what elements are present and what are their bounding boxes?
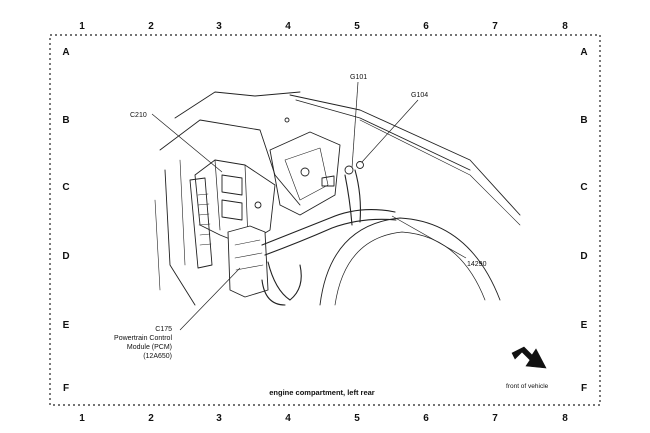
pcm-mount-bolt <box>254 201 262 209</box>
col-label-bottom-7: 7 <box>492 413 498 424</box>
col-label-bottom-1: 1 <box>79 413 85 424</box>
row-label-right-C: C <box>580 182 587 193</box>
row-label-left-F: F <box>63 383 69 394</box>
right-row-labels: A B C D E F <box>580 47 587 394</box>
left-row-labels: A B C D E F <box>62 47 69 394</box>
leader-c210 <box>151 113 223 173</box>
col-label-bottom-5: 5 <box>354 413 360 424</box>
front-of-vehicle-label: front of vehicle <box>506 383 549 390</box>
firewall-inner <box>179 159 186 266</box>
ground-stud <box>321 175 335 187</box>
callout-c210: C210 <box>130 112 147 119</box>
col-label-top-2: 2 <box>148 21 154 32</box>
col-label-bottom-8: 8 <box>562 413 568 424</box>
ground-terminal-g101 <box>344 165 354 175</box>
cowl-line <box>159 119 301 206</box>
c175-connector-block <box>227 225 269 298</box>
front-direction-arrow-icon <box>511 346 547 369</box>
leader-g101 <box>351 81 359 169</box>
leader-g104 <box>361 99 419 163</box>
strut-bolt <box>300 167 310 177</box>
col-label-top-1: 1 <box>79 21 85 32</box>
fender-top-line <box>289 94 521 216</box>
pcm-panel-pins <box>197 193 212 246</box>
row-label-left-B: B <box>62 115 69 126</box>
col-label-top-4: 4 <box>285 21 291 32</box>
bottom-column-labels: 1 2 3 4 5 6 7 8 <box>79 413 568 424</box>
ground-wire-g101 <box>344 174 353 226</box>
callout-c175-group: C175 Powertrain Control Module (PCM) (12… <box>114 326 172 360</box>
col-label-bottom-2: 2 <box>148 413 154 424</box>
leader-c175 <box>179 267 241 331</box>
row-label-right-D: D <box>580 251 587 262</box>
pcm-side-panel <box>189 177 213 269</box>
fender-inner-line <box>295 99 471 171</box>
col-label-top-7: 7 <box>492 21 498 32</box>
ground-terminal-g104 <box>356 161 364 169</box>
hood-edge-line <box>174 91 301 119</box>
harness-upper-a <box>261 209 396 246</box>
row-label-left-E: E <box>63 320 70 331</box>
leader-lines <box>151 81 467 331</box>
firewall-left <box>164 169 196 306</box>
pcm-module-body <box>194 159 276 246</box>
row-label-right-B: B <box>580 115 587 126</box>
harness-lower <box>261 279 286 306</box>
ground-wire-g104 <box>354 169 361 223</box>
col-label-top-8: 8 <box>562 21 568 32</box>
strut-tower-inner <box>284 147 329 201</box>
body-hole <box>284 117 290 123</box>
top-column-labels: 1 2 3 4 5 6 7 8 <box>79 21 568 32</box>
row-label-left-A: A <box>62 47 69 58</box>
harness-upper-b <box>264 218 397 256</box>
diagram-caption: engine compartment, left rear <box>269 388 375 397</box>
row-label-left-D: D <box>62 251 69 262</box>
callout-14290: 14290 <box>467 261 487 268</box>
col-label-bottom-6: 6 <box>423 413 429 424</box>
c175-connector-ribs <box>234 239 264 271</box>
callout-c175-line2: Powertrain Control <box>114 335 172 342</box>
row-label-right-E: E <box>581 320 588 331</box>
callout-g101: G101 <box>350 74 367 81</box>
pcm-connector-lower <box>221 199 243 221</box>
callout-c175-line3: Module (PCM) <box>127 344 172 351</box>
strut-tower <box>269 131 341 216</box>
frame-border <box>49 34 601 406</box>
col-label-bottom-3: 3 <box>216 413 222 424</box>
harness-loop <box>267 261 302 301</box>
callout-c175-line1: C175 <box>155 326 172 333</box>
row-label-left-C: C <box>62 182 69 193</box>
pcm-connector-c210 <box>221 174 243 196</box>
engine-compartment-illustration <box>154 91 521 306</box>
firewall-edge <box>154 199 161 291</box>
wheel-arch-outer <box>319 217 501 306</box>
row-label-right-A: A <box>580 47 587 58</box>
fender-edge-line <box>359 119 521 226</box>
col-label-bottom-4: 4 <box>285 413 291 424</box>
leader-14290 <box>391 215 467 259</box>
row-label-right-F: F <box>581 383 587 394</box>
col-label-top-6: 6 <box>423 21 429 32</box>
callout-g104: G104 <box>411 92 428 99</box>
col-label-top-3: 3 <box>216 21 222 32</box>
wheel-arch-inner <box>334 231 486 306</box>
callout-c175-line4: (12A650) <box>143 353 172 360</box>
col-label-top-5: 5 <box>354 21 360 32</box>
